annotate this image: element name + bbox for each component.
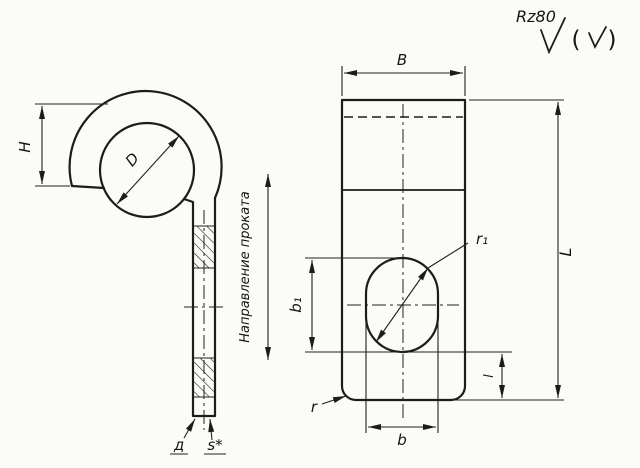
hook-outer-profile <box>68 89 223 418</box>
dim-b1: b₁ <box>287 257 512 353</box>
rolling-direction-label: Направление проката <box>238 191 253 343</box>
front-view: r₁ r B L b₁ <box>287 51 575 449</box>
plate-outline <box>340 98 467 402</box>
dim-D: D <box>116 135 180 205</box>
slot-diagonal-line <box>375 267 429 343</box>
dim-b1-label: b₁ <box>287 297 305 313</box>
shank-hatch-lower <box>194 358 214 397</box>
dim-r-leader <box>321 395 347 405</box>
paren-open: ( <box>572 27 581 53</box>
dim-d-leader <box>183 418 196 439</box>
dim-H-label: H <box>16 141 34 152</box>
rolling-direction: Направление проката <box>238 174 271 360</box>
slot-outline <box>364 256 440 354</box>
dim-l-label: l <box>482 374 497 378</box>
roughness-check-icon <box>540 17 566 55</box>
thickness-callouts: д s* <box>170 418 226 455</box>
dim-B-label: B <box>397 51 407 69</box>
dim-D-line <box>116 135 180 205</box>
dim-B: B <box>341 51 466 96</box>
dim-d-label: д <box>173 436 184 454</box>
dim-r: r <box>311 395 347 416</box>
hook-opening-edge <box>70 184 106 190</box>
dim-r-label: r <box>311 398 318 416</box>
dim-b-label: b <box>397 431 407 449</box>
dim-b: b <box>365 322 439 449</box>
dim-r1-label: r₁ <box>476 230 488 248</box>
dim-r1: r₁ <box>375 230 488 343</box>
dim-H: H <box>16 103 108 187</box>
side-view: H D д s* <box>16 89 226 455</box>
dim-r1-leader <box>427 242 469 269</box>
surface-finish-rz-label: Rz80 <box>516 7 556 26</box>
dim-L-label: L <box>556 248 575 257</box>
dim-l-small: l <box>482 354 505 398</box>
surface-finish: Rz80 ( ) <box>516 7 617 55</box>
hook-eye-circle <box>98 121 196 219</box>
roughness-check-small-icon <box>588 26 607 50</box>
dim-s-leader <box>208 418 215 441</box>
paren-close: ) <box>608 27 617 53</box>
dim-L: L <box>452 99 575 401</box>
dim-D-label: D <box>122 149 143 170</box>
dim-s-label: s* <box>207 436 223 454</box>
